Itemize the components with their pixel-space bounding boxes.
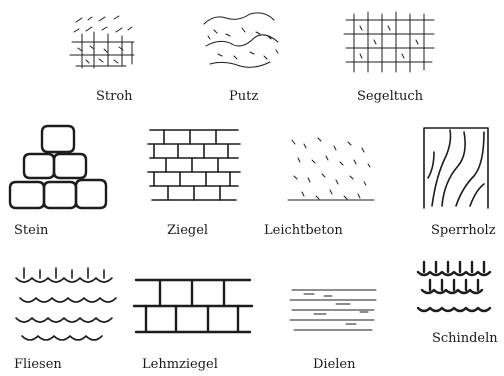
dielen-label: Dielen xyxy=(313,358,356,371)
stein-symbol xyxy=(4,120,124,216)
segeltuch-label: Segeltuch xyxy=(357,90,423,103)
fliesen-symbol xyxy=(8,264,126,348)
schindeln-symbol xyxy=(412,258,500,324)
leichtbeton-symbol xyxy=(282,130,382,210)
putz-symbol xyxy=(196,6,288,78)
stroh-label: Stroh xyxy=(96,90,133,103)
leichtbeton-label: Leichtbeton xyxy=(264,224,343,237)
dielen-symbol xyxy=(284,282,384,338)
sperrholz-symbol xyxy=(418,118,498,210)
fliesen-label: Fliesen xyxy=(14,358,62,371)
sperrholz-label: Sperrholz xyxy=(431,224,496,237)
ziegel-label: Ziegel xyxy=(167,224,208,237)
lehmziegel-label: Lehmziegel xyxy=(142,358,218,371)
lehmziegel-symbol xyxy=(130,270,258,346)
stein-label: Stein xyxy=(14,224,48,237)
putz-label: Putz xyxy=(229,90,258,103)
schindeln-label: Schindeln xyxy=(432,332,498,345)
stroh-symbol xyxy=(64,8,150,80)
segeltuch-symbol xyxy=(340,8,440,78)
ziegel-symbol xyxy=(142,122,246,212)
